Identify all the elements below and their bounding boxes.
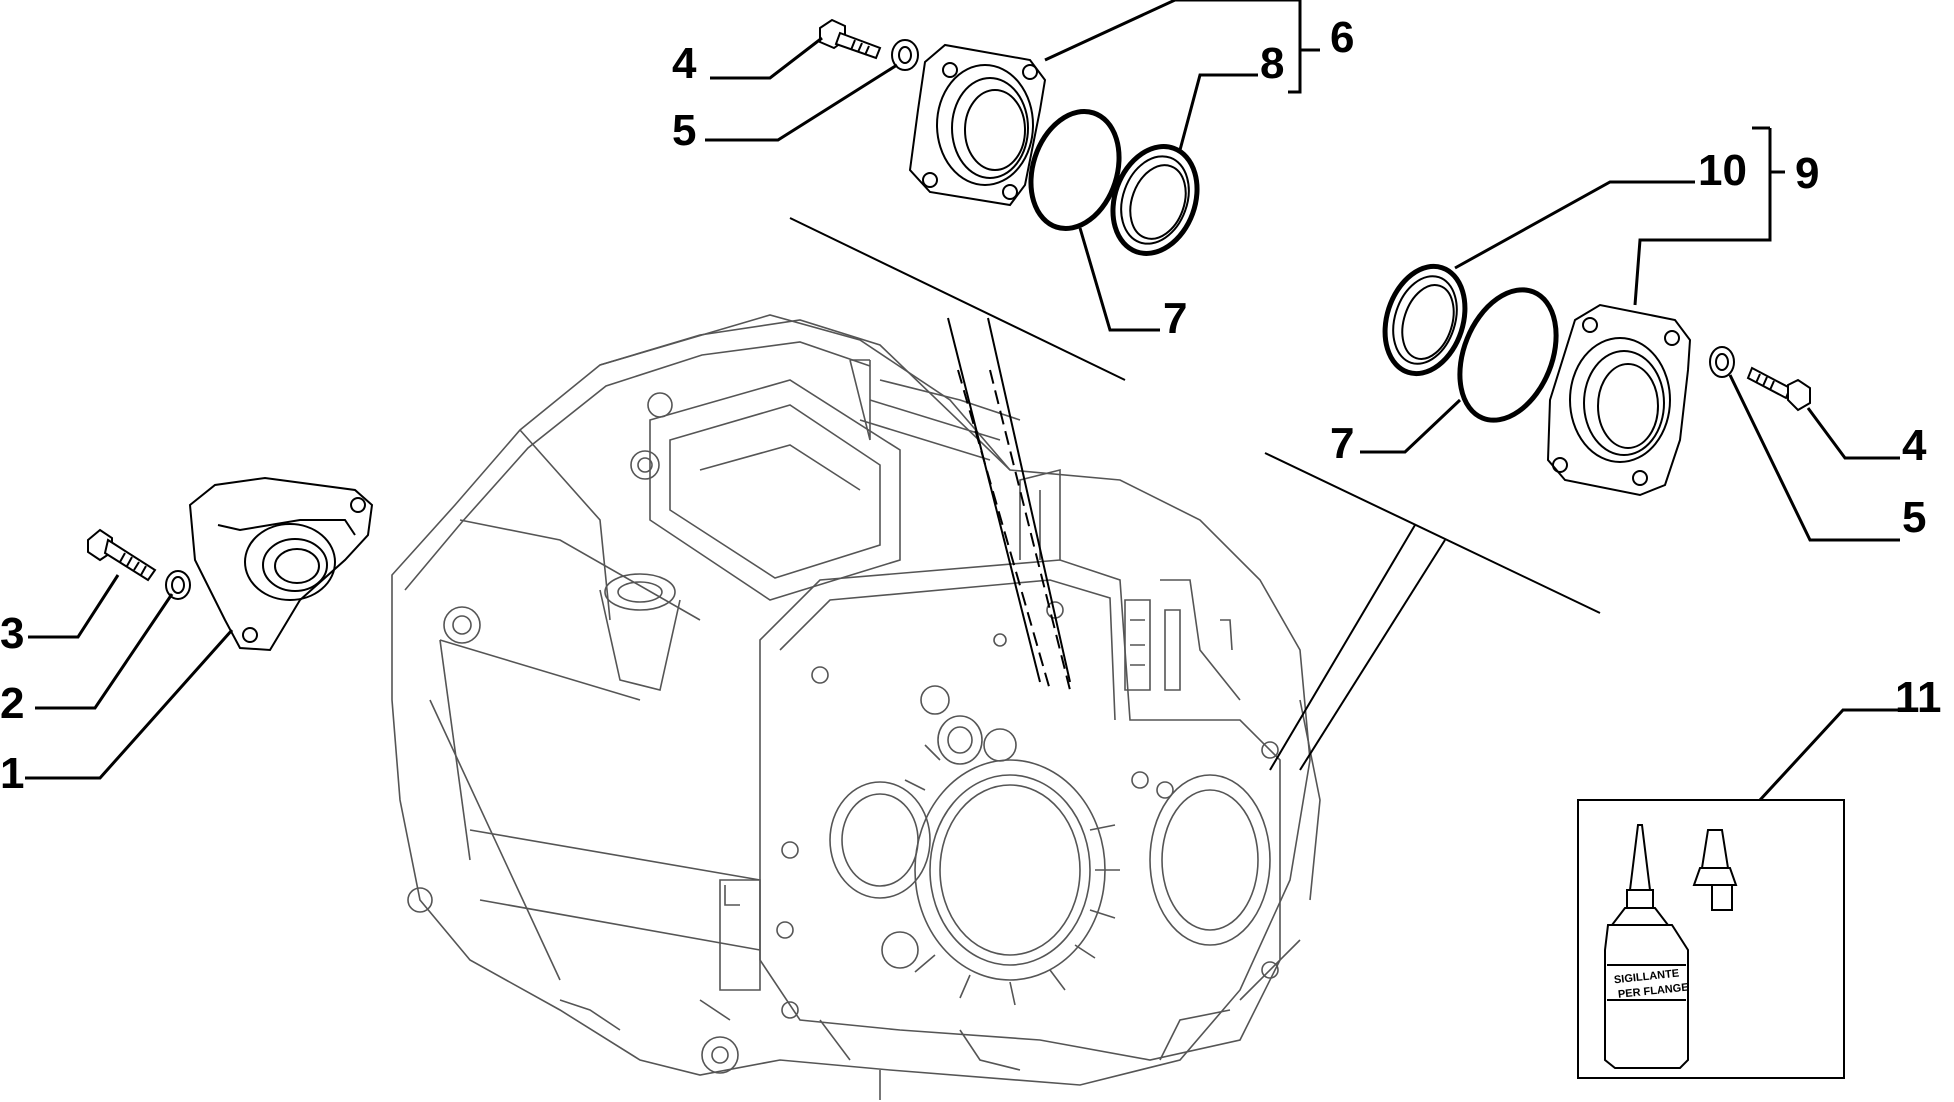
part-8-seal-top	[1110, 144, 1200, 256]
part-11-sealant-kit: SIGILLANTE PER FLANGE	[1577, 799, 1845, 1079]
callout-7-top: 7	[1163, 294, 1187, 343]
gearbox-housing	[391, 314, 1321, 1100]
callout-5-top: 5	[672, 106, 696, 155]
part-4-bolt-top	[819, 18, 882, 60]
callout-numbers: 1 2 3 4 5 6 8 7 9 10 7 4 5 11	[0, 13, 1942, 798]
callout-5-right: 5	[1902, 493, 1926, 542]
callout-1: 1	[0, 749, 24, 798]
assembly-axis-lines	[789, 217, 1601, 771]
callout-8: 8	[1260, 39, 1284, 88]
sealant-nozzle-cap	[1692, 829, 1738, 911]
part-2-washer	[165, 570, 191, 600]
part-5-washer-right	[1709, 346, 1735, 378]
callout-3: 3	[0, 609, 24, 658]
callout-7-right: 7	[1330, 419, 1354, 468]
part-1-bearing-cover	[188, 476, 374, 652]
callout-4-right: 4	[1902, 421, 1927, 470]
leader-lines	[25, 0, 1900, 802]
callout-2: 2	[0, 679, 24, 728]
part-10-seal-right	[1382, 263, 1468, 377]
part-7-o-ring-right	[1457, 287, 1559, 423]
part-9-flange	[1546, 303, 1692, 497]
part-6-flange	[908, 43, 1047, 207]
part-7-o-ring-top	[1028, 108, 1122, 232]
callout-11: 11	[1895, 673, 1942, 722]
callout-4-top: 4	[672, 39, 697, 88]
sealant-bottle: SIGILLANTE PER FLANGE	[1604, 824, 1689, 1069]
callout-6: 6	[1330, 13, 1354, 62]
callout-10: 10	[1698, 146, 1747, 195]
part-4-bolt-right	[1746, 366, 1811, 412]
callout-9: 9	[1795, 149, 1819, 198]
part-5-washer-top	[891, 39, 919, 71]
part-3-bolt	[87, 528, 157, 582]
